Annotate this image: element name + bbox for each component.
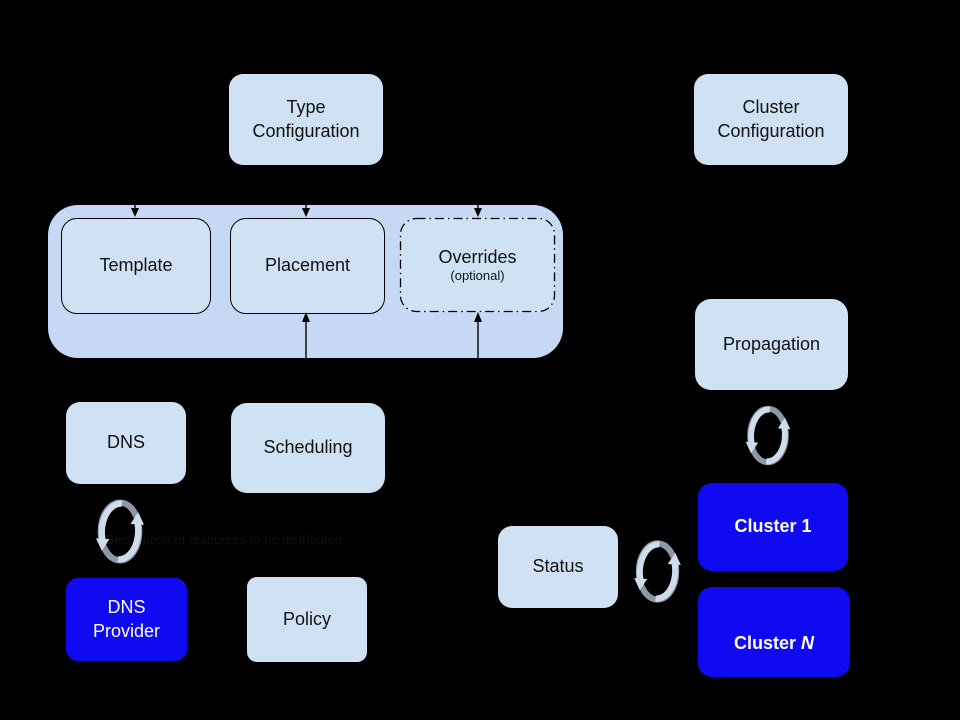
- overrides-title: Overrides: [438, 247, 517, 268]
- node-placement: Placement: [230, 218, 385, 314]
- node-cluster-1: Cluster 1: [698, 483, 848, 571]
- node-type-configuration: Type Configuration: [229, 74, 383, 165]
- cluster-n-label-suffix: N: [801, 633, 815, 653]
- node-overrides: Overrides (optional): [400, 218, 555, 312]
- cluster-n-label-prefix: Cluster: [733, 633, 802, 653]
- node-dns-provider: DNS Provider: [66, 578, 187, 661]
- overrides-subtitle: (optional): [450, 268, 505, 284]
- node-cluster-n: Cluster N: [698, 587, 850, 677]
- node-scheduling: Scheduling: [231, 403, 385, 493]
- node-dns: DNS: [66, 402, 186, 484]
- node-status: Status: [498, 526, 618, 608]
- declaration-group-caption: Declaration of resources to be distribut…: [105, 532, 343, 547]
- node-cluster-configuration: Cluster Configuration: [694, 74, 848, 165]
- node-policy: Policy: [247, 577, 367, 662]
- sync-icon: [746, 409, 791, 463]
- node-propagation: Propagation: [695, 299, 848, 390]
- node-template: Template: [61, 218, 211, 314]
- sync-icon: [634, 543, 681, 599]
